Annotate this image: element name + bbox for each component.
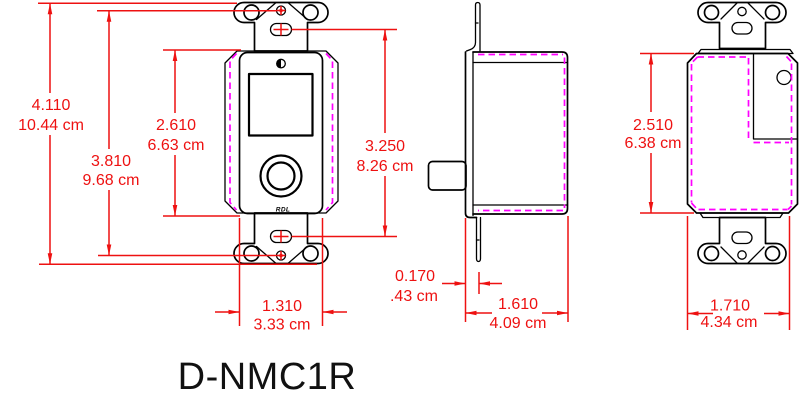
front-view: RDL — [224, 1, 339, 265]
dim-front-width: 1.310 3.33 cm — [215, 218, 347, 334]
dim-overall-height-in: 4.110 — [32, 97, 71, 114]
dim-mount-hole-span: 3.810 9.68 cm — [83, 9, 277, 257]
mounting-slot — [731, 231, 753, 245]
dim-flange-depth-in: 0.170 — [395, 268, 435, 285]
dim-window-height-in: 2.610 — [156, 117, 196, 134]
plate-edge-bottom — [699, 212, 784, 219]
back-view — [686, 1, 799, 265]
cable-hole — [776, 69, 792, 86]
yoke-ear-hole — [764, 245, 781, 262]
dim-rear-width: 1.710 4.34 cm — [686, 216, 791, 331]
yoke-tab-bottom — [475, 216, 482, 263]
dim-mount-hole-span-cm: 9.68 cm — [83, 172, 140, 189]
dim-flange-depth: 0.170 .43 cm — [390, 268, 502, 305]
yoke-ear-hole — [243, 4, 260, 21]
dim-rear-height-cm: 6.38 cm — [625, 135, 682, 152]
dim-front-width-cm: 3.33 cm — [254, 317, 311, 334]
dim-overall-height: 4.110 10.44 cm — [18, 2, 317, 266]
yoke-ear-hole — [243, 245, 260, 262]
dimension-annotations: 4.110 10.44 cm 3.810 9.68 cm 2.610 6.63 … — [18, 2, 791, 334]
screw-hole — [737, 250, 747, 260]
dim-slot-span-cm: 8.26 cm — [357, 158, 414, 175]
dim-front-width-in: 1.310 — [262, 298, 302, 315]
brand-logo: RDL — [276, 207, 291, 214]
chassis-body-rear — [686, 52, 799, 214]
chassis-body-side — [472, 51, 569, 215]
dim-body-depth-in: 1.610 — [498, 296, 538, 313]
dim-rear-width-in: 1.710 — [710, 298, 750, 315]
dim-slot-span: 3.250 8.26 cm — [291, 28, 414, 238]
dim-body-depth: 1.610 4.09 cm — [464, 216, 569, 332]
chassis-notch — [752, 53, 799, 140]
dim-rear-width-cm: 4.34 cm — [701, 314, 758, 331]
display-window — [247, 72, 314, 137]
dim-rear-height: 2.510 6.38 cm — [625, 52, 694, 214]
yoke-tab-top — [465, 1, 481, 52]
led-indicator — [276, 58, 286, 69]
mounting-yoke-top-rear — [697, 1, 787, 50]
yoke-ear-hole — [703, 4, 720, 21]
mounting-yoke-bottom-rear — [697, 216, 787, 265]
plate-edge-top — [697, 48, 794, 55]
control-knob — [259, 154, 303, 198]
dim-window-height: 2.610 6.63 cm — [148, 49, 241, 217]
dim-overall-height-cm: 10.44 cm — [18, 117, 84, 134]
yoke-ear-hole — [703, 245, 720, 262]
dim-window-height-cm: 6.63 cm — [148, 137, 205, 154]
dim-mount-hole-span-in: 3.810 — [91, 153, 131, 170]
side-view — [427, 1, 569, 263]
yoke-ear-hole — [302, 245, 319, 262]
dim-flange-depth-cm: .43 cm — [390, 288, 438, 305]
plate-flange-edge — [464, 51, 478, 219]
yoke-ear-hole — [764, 4, 781, 21]
product-title: D-NMC1R — [178, 356, 357, 398]
dim-rear-height-in: 2.510 — [633, 117, 673, 134]
mounting-slot — [731, 21, 753, 35]
dim-slot-span-in: 3.250 — [365, 138, 405, 155]
yoke-ear-hole — [302, 4, 319, 21]
screw-hole — [737, 6, 747, 17]
dim-body-depth-cm: 4.09 cm — [490, 315, 547, 332]
knob-side-profile — [427, 160, 467, 191]
center-marks — [273, 6, 289, 260]
